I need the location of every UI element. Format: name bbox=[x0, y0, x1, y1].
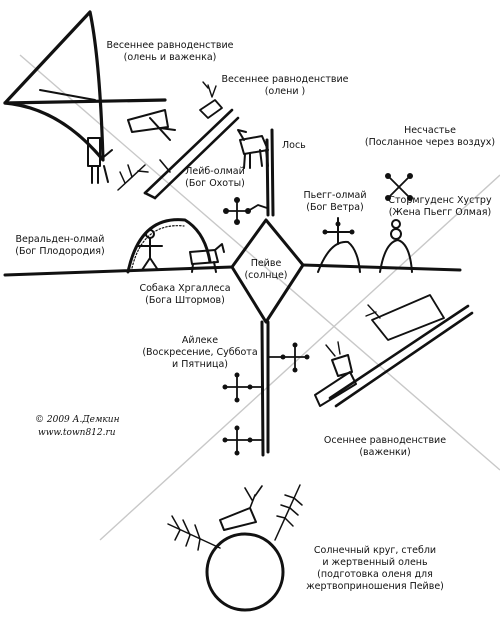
branch-icon bbox=[117, 164, 149, 191]
human-figure-icon bbox=[137, 229, 163, 271]
label-stormgudens-hustru: Стормгуденс Хустру (Жена Пьегг Олмая) bbox=[388, 195, 492, 218]
label-pyegg-olmai: Пьегг-олмай (Бог Ветра) bbox=[303, 190, 367, 213]
credit-copyright: © 2009 А.Демкин bbox=[35, 415, 120, 425]
sun-arc-icon bbox=[126, 218, 212, 274]
label-hragalles-dog: Собака Хргаллеса (Бога Штормов) bbox=[139, 283, 231, 306]
reindeer-icon bbox=[87, 137, 113, 184]
dog-icon bbox=[189, 243, 225, 273]
cross-figure-icon bbox=[222, 342, 310, 456]
dome-figure-icon bbox=[317, 217, 361, 273]
label-leib-olmai: Лейб-олмай (Бог Охоты) bbox=[185, 166, 245, 189]
label-misfortune: Несчастье (Посланное через воздух) bbox=[364, 125, 496, 148]
branch-icon bbox=[167, 484, 303, 551]
sun-circle-icon bbox=[205, 532, 285, 612]
cross-figure-icon bbox=[223, 197, 268, 225]
moose-icon bbox=[237, 129, 269, 169]
label-solar-circle: Солнечный круг, стебли и жертвенный олен… bbox=[306, 545, 444, 592]
cross-figure-icon bbox=[385, 173, 413, 201]
label-aileke: Айлеке (Воскресение, Суббота и Пятница) bbox=[142, 335, 258, 370]
label-moose: Лось bbox=[282, 140, 306, 151]
label-autumnal-equinox: Осеннее равноденствие (важенки) bbox=[323, 435, 447, 458]
tent-icon bbox=[3, 10, 167, 162]
credit-website-link[interactable]: www.town812.ru bbox=[38, 428, 116, 438]
dome-figure-icon bbox=[379, 219, 413, 273]
reindeer-sledge-icon bbox=[127, 109, 176, 141]
reindeer-sledge-icon bbox=[314, 341, 357, 407]
drum-frame bbox=[3, 128, 462, 457]
reindeer-sledge-icon bbox=[143, 81, 240, 200]
label-vernal-equinox-deer-doe: Весеннее равноденствие (олень и важенка) bbox=[106, 40, 234, 63]
label-peive-sun: Пейве (солнце) bbox=[244, 258, 288, 281]
reindeer-icon bbox=[219, 485, 263, 531]
reindeer-sledge-icon bbox=[328, 294, 474, 408]
label-veralden-olmai: Веральден-олмай (Бог Плодородия) bbox=[15, 234, 105, 257]
label-vernal-equinox-deer: Весеннее равноденствие (олени ) bbox=[221, 74, 349, 97]
